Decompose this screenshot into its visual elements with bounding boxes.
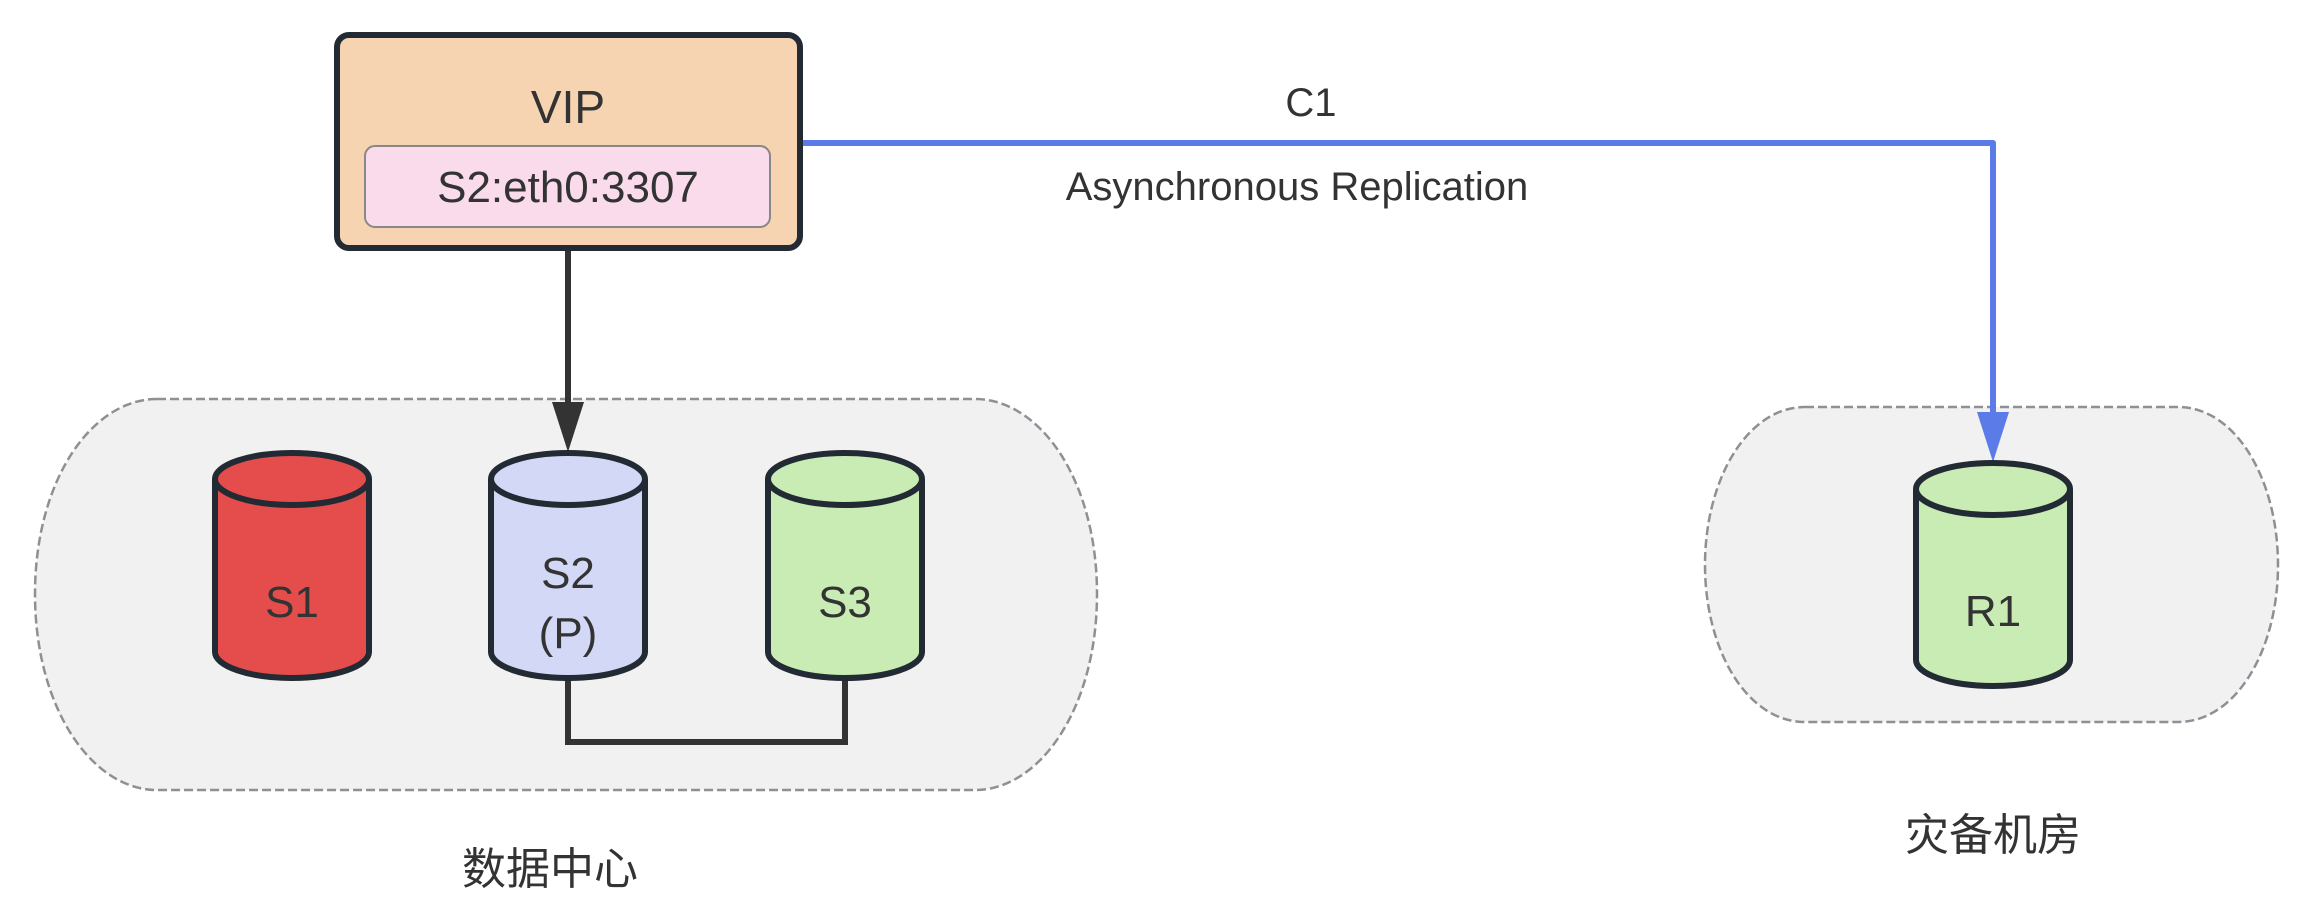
vip-node[interactable]: VIP S2:eth0:3307 [334,32,803,251]
s3-label: S3 [818,578,872,627]
database-node-s3[interactable]: S3 [765,450,925,681]
datacenter-group-label: 数据中心 [462,844,638,895]
s1-cylinder-body [212,479,372,681]
s3-cylinder-top [765,450,925,508]
replication-type-label: Asynchronous Replication [1066,165,1528,209]
s2-cylinder-body [488,479,648,681]
vip-binding-text: S2:eth0:3307 [437,163,699,212]
s1-label: S1 [265,578,319,627]
s2-s3-connector [565,678,848,745]
s2-role-label: (P) [539,609,598,658]
s3-cylinder-body [765,479,925,681]
s1-cylinder-top [212,450,372,508]
r1-cylinder-body [1913,489,2073,689]
vip-title: VIP [531,81,605,133]
database-node-r1[interactable]: R1 [1913,460,2073,689]
dr-site-group-label: 灾备机房 [1905,810,2081,861]
r1-cylinder-top [1913,460,2073,518]
s2-cylinder-top [488,450,648,508]
vip-binding-box [364,145,771,228]
database-node-s2[interactable]: S2 (P) [488,450,648,681]
database-node-s1[interactable]: S1 [212,450,372,681]
replication-line-c1[interactable] [802,140,1996,420]
replication-arrowhead [1977,412,2009,462]
s2-label: S2 [541,549,595,598]
vip-to-s2-arrowhead [552,402,584,452]
r1-label: R1 [1965,587,2021,636]
replication-name-label: C1 [1285,81,1336,125]
